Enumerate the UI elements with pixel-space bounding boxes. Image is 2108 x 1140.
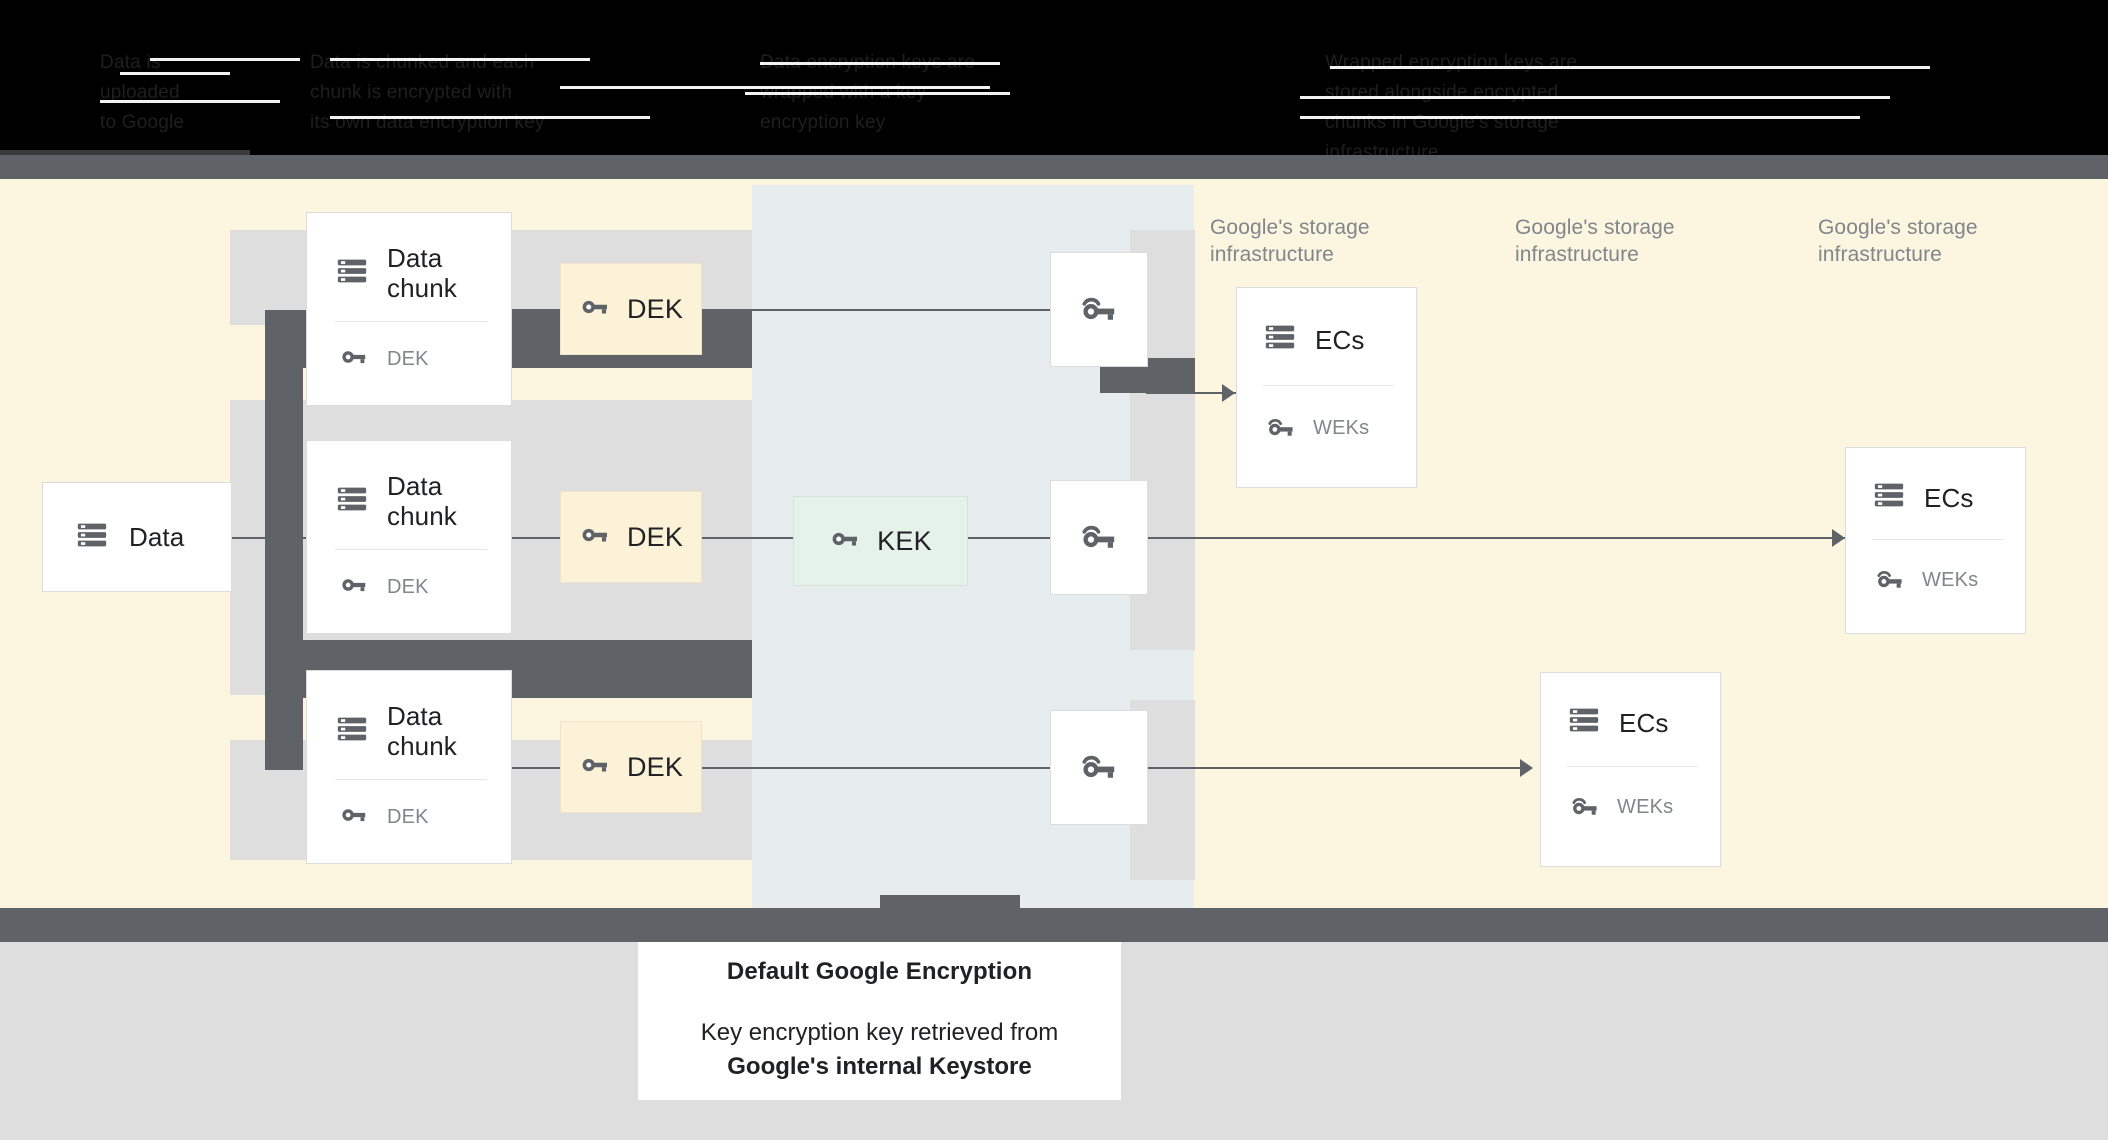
card-data[interactable]: Data [42,482,232,592]
card-divider [335,549,487,550]
key-icon [339,570,369,605]
connector-dek-wrapped-1 [702,309,1054,311]
card-data-chunk-key-label: DEK [387,348,429,370]
storage-icon [1263,320,1297,359]
key-icon [339,800,369,835]
header-occlusion-bar [150,58,300,61]
mask-bar-vertical [265,310,303,770]
chip-dek-1[interactable]: DEK [560,263,702,355]
card-ecs-key-label: WEKs [1617,796,1674,818]
card-data-chunk-1[interactable]: Data chunk DEK [306,212,512,406]
storage-icon [335,254,369,293]
card-divider [335,779,487,780]
chip-dek-2[interactable]: DEK [560,491,702,583]
key-icon [579,749,611,786]
mask-bar-bottom [0,908,2108,942]
key-icon [579,519,611,556]
key-icon [829,523,861,560]
header-occlusion-bar [330,58,590,61]
wrapped-key-icon [1265,410,1297,447]
header-occlusion-bar [560,86,990,89]
connector-chunk-dek-1 [512,309,560,311]
wrapped-key-box-2[interactable] [1050,480,1148,595]
connector-dek-wrapped-3 [702,767,1054,769]
card-ecs-1[interactable]: ECs WEKs [1236,287,1417,488]
storage-label-2: Google's storage infrastructure [1515,216,1675,266]
card-data-chunk-key-label: DEK [387,576,429,598]
card-data-chunk-3[interactable]: Data chunk DEK [306,670,512,864]
card-divider [1872,539,2003,540]
card-ecs-3[interactable]: ECs WEKs [1540,672,1721,867]
arrowhead-1 [1222,384,1235,402]
header-column-2: Data is chunked and each chunk is encryp… [310,52,545,133]
header-band: Data is uploaded to Google Data is chunk… [0,0,2108,163]
storage-icon [335,712,369,751]
storage-icon [335,482,369,521]
card-divider [1263,385,1394,386]
card-ecs-key-label: WEKs [1313,417,1370,439]
card-ecs-title: ECs [1924,482,1974,513]
arrowhead-3 [1520,759,1533,777]
chip-kek[interactable]: KEK [793,496,968,586]
header-occlusion-bar [1300,96,1890,99]
chip-dek-label: DEK [626,293,684,324]
storage-label-1: Google's storage infrastructure [1210,216,1370,266]
header-occlusion-bar [0,150,250,158]
chip-dek-label: DEK [626,521,684,552]
wrapped-key-box-3[interactable] [1050,710,1148,825]
storage-icon [1872,478,1906,517]
wrapped-key-icon [1078,514,1120,561]
caption-title: Default Google Encryption [726,958,1033,985]
header-occlusion-bar [120,72,230,75]
chip-dek-3[interactable]: DEK [560,721,702,813]
header-occlusion-bar [100,100,280,103]
card-data-chunk-key-label: DEK [387,806,429,828]
wrapped-key-icon [1569,789,1601,826]
connector-chunk-dek-3 [512,767,560,769]
storage-label-3: Google's storage infrastructure [1818,216,1978,266]
storage-icon [1567,703,1601,742]
header-occlusion-bar [760,62,1000,65]
card-data-chunk-title: Data chunk [387,243,457,303]
wrapped-key-icon [1078,744,1120,791]
wrapped-key-box-1[interactable] [1050,252,1148,367]
header-column-1: Data is uploaded to Google [100,52,185,133]
connector-kek-wrapped [968,537,1054,539]
mask-bar [880,895,1020,911]
caption-body-line2: Google's internal Keystore [727,1053,1032,1080]
header-occlusion-bar [330,116,650,119]
card-data-chunk-title: Data chunk [387,701,457,761]
connector-chunk-dek-2 [512,537,560,539]
header-occlusion-bar [1330,66,1930,69]
connector-wrapped-ecs-2 [1146,537,1846,539]
connector-wrapped-ecs-3 [1146,767,1532,769]
connector-wrapped-ecs-1 [1146,392,1236,394]
wrapped-key-icon [1874,562,1906,599]
key-icon [579,291,611,328]
card-ecs-key-label: WEKs [1922,569,1979,591]
key-icon [339,342,369,377]
caption-body-line1: Key encryption key retrieved from [700,1019,1059,1046]
chip-kek-label: KEK [877,525,932,556]
header-occlusion-bar [745,92,1010,95]
arrowhead-2 [1832,529,1845,547]
card-ecs-2[interactable]: ECs WEKs [1845,447,2026,634]
connector-data-to-chunks [228,537,306,539]
caption-body: Key encryption key retrieved from Google… [701,1016,1058,1084]
header-occlusion-bar [1300,116,1860,119]
card-ecs-title: ECs [1315,324,1365,355]
card-ecs-title: ECs [1619,707,1669,738]
card-data-chunk-title: Data chunk [387,471,457,531]
storage-icon [75,518,109,557]
card-data-chunk-2[interactable]: Data chunk DEK [306,440,512,634]
card-data-title: Data [129,522,185,552]
wrapped-key-icon [1078,286,1120,333]
card-divider [1567,766,1698,767]
chip-dek-label: DEK [626,751,684,782]
caption-box: Default Google Encryption Key encryption… [638,942,1121,1100]
mask-bar-top [0,155,2108,179]
card-divider [335,321,487,322]
